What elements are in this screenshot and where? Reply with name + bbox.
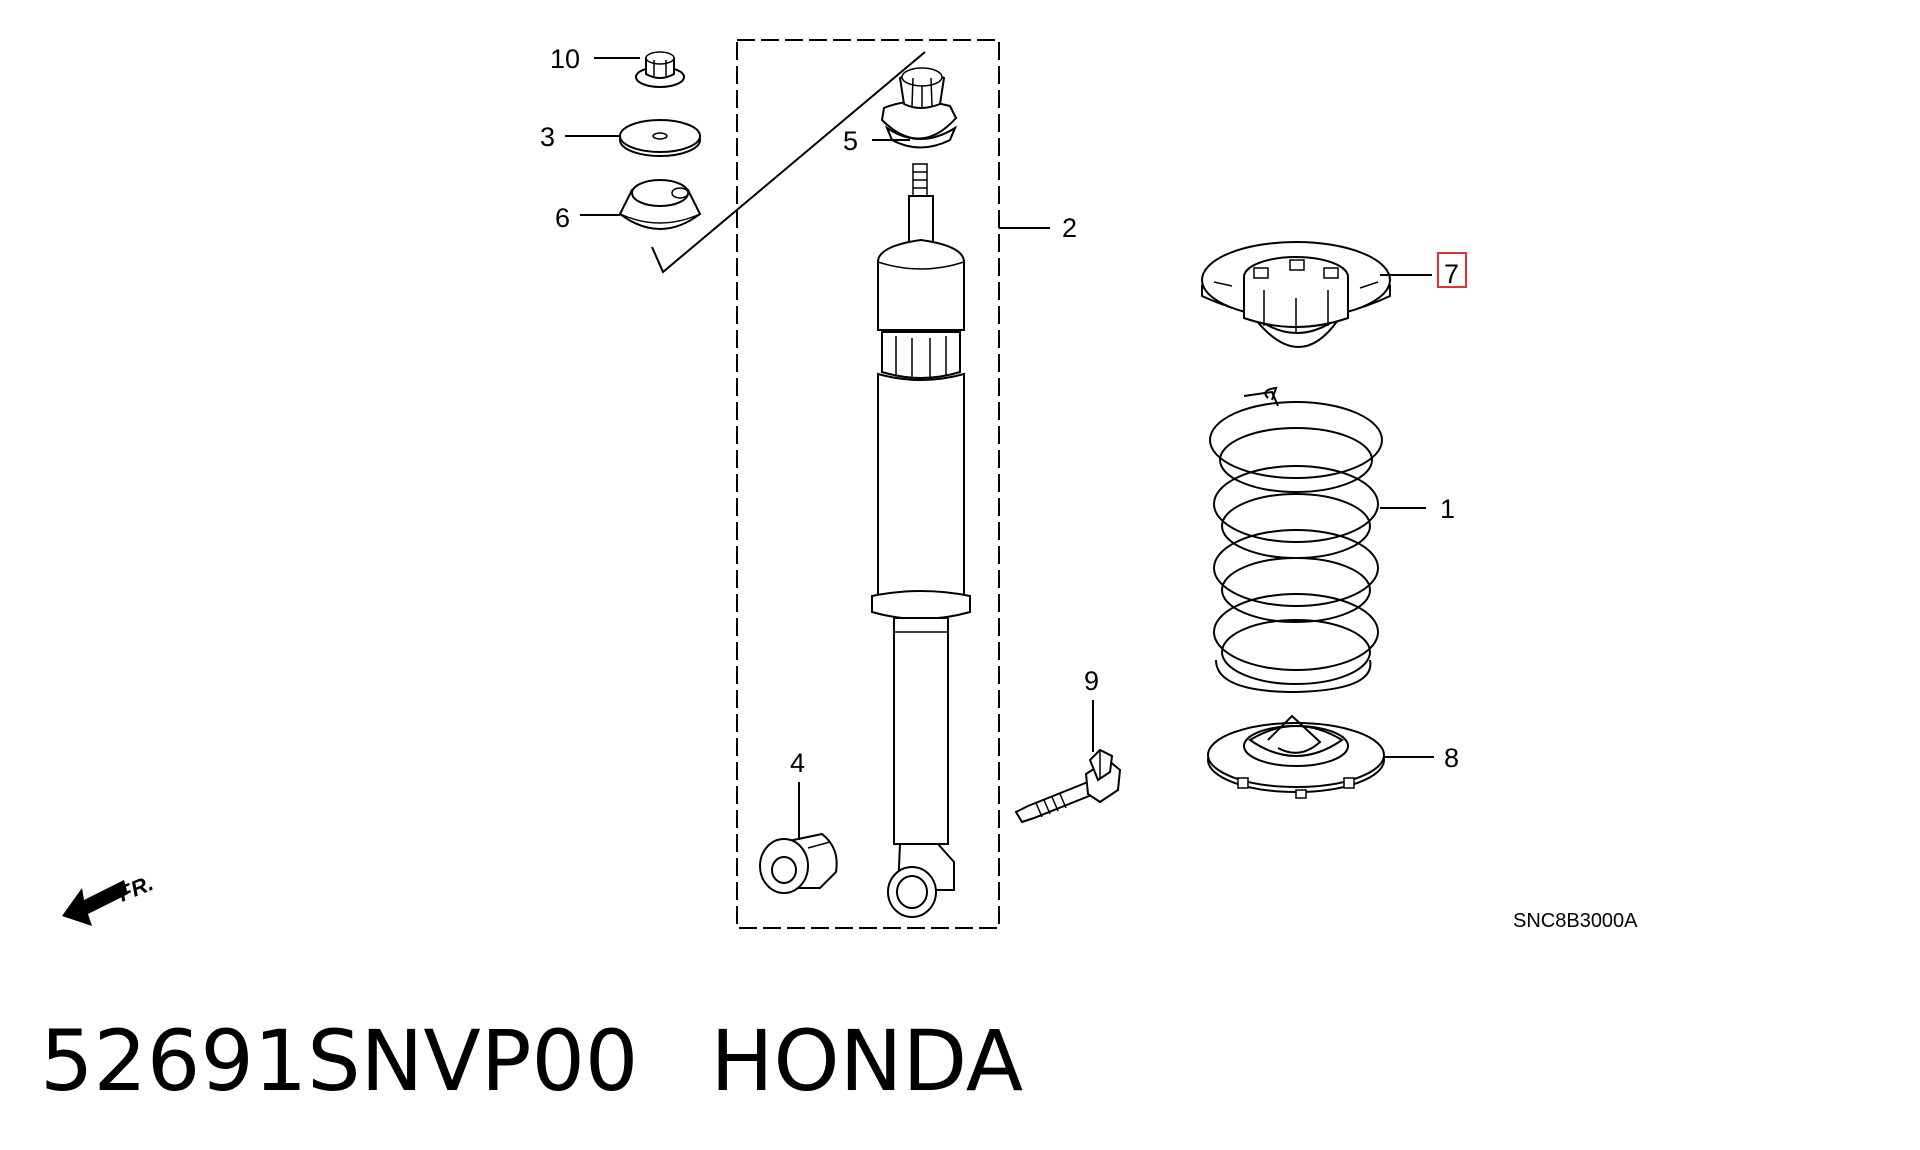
part-number: 52691SNVP00 <box>40 1012 639 1110</box>
callout-4[interactable]: 4 <box>790 748 805 778</box>
front-direction-arrow: FR. <box>62 870 157 926</box>
part-6-rubber-bushing[interactable] <box>618 179 702 230</box>
callout-5[interactable]: 5 <box>843 126 858 156</box>
part-5-upper-mount[interactable] <box>880 67 958 149</box>
callout-1[interactable]: 1 <box>1440 494 1455 524</box>
brand-name: HONDA <box>710 1012 1024 1110</box>
shock-assembly-group-box <box>736 39 1000 929</box>
callout-10[interactable]: 10 <box>550 44 580 74</box>
svg-text:FR.: FR. <box>115 870 157 906</box>
part-1-coil-spring[interactable] <box>1209 386 1383 694</box>
footer: 52691SNVP00 HONDA <box>40 1012 1023 1110</box>
part-4-eye-bushing[interactable] <box>759 832 838 894</box>
part-8-lower-spring-seat[interactable] <box>1207 714 1385 799</box>
callout-9[interactable]: 9 <box>1084 666 1099 696</box>
part-3-washer[interactable] <box>619 119 701 157</box>
part-7-upper-spring-seat[interactable] <box>1201 241 1391 348</box>
part-9-bolt[interactable] <box>1014 748 1122 824</box>
group-leader-line <box>651 51 926 274</box>
callout-2[interactable]: 2 <box>1062 213 1077 243</box>
diagram-code: SNC8B3000A <box>1513 910 1638 932</box>
part-10-flange-nut[interactable] <box>635 51 685 88</box>
callout-8[interactable]: 8 <box>1444 743 1459 773</box>
highlight-box-7 <box>1437 252 1467 288</box>
callout-7[interactable]: 7 <box>1444 259 1459 289</box>
callout-6[interactable]: 6 <box>555 203 570 233</box>
callout-3[interactable]: 3 <box>540 122 555 152</box>
part-2-shock-absorber[interactable] <box>871 163 971 918</box>
